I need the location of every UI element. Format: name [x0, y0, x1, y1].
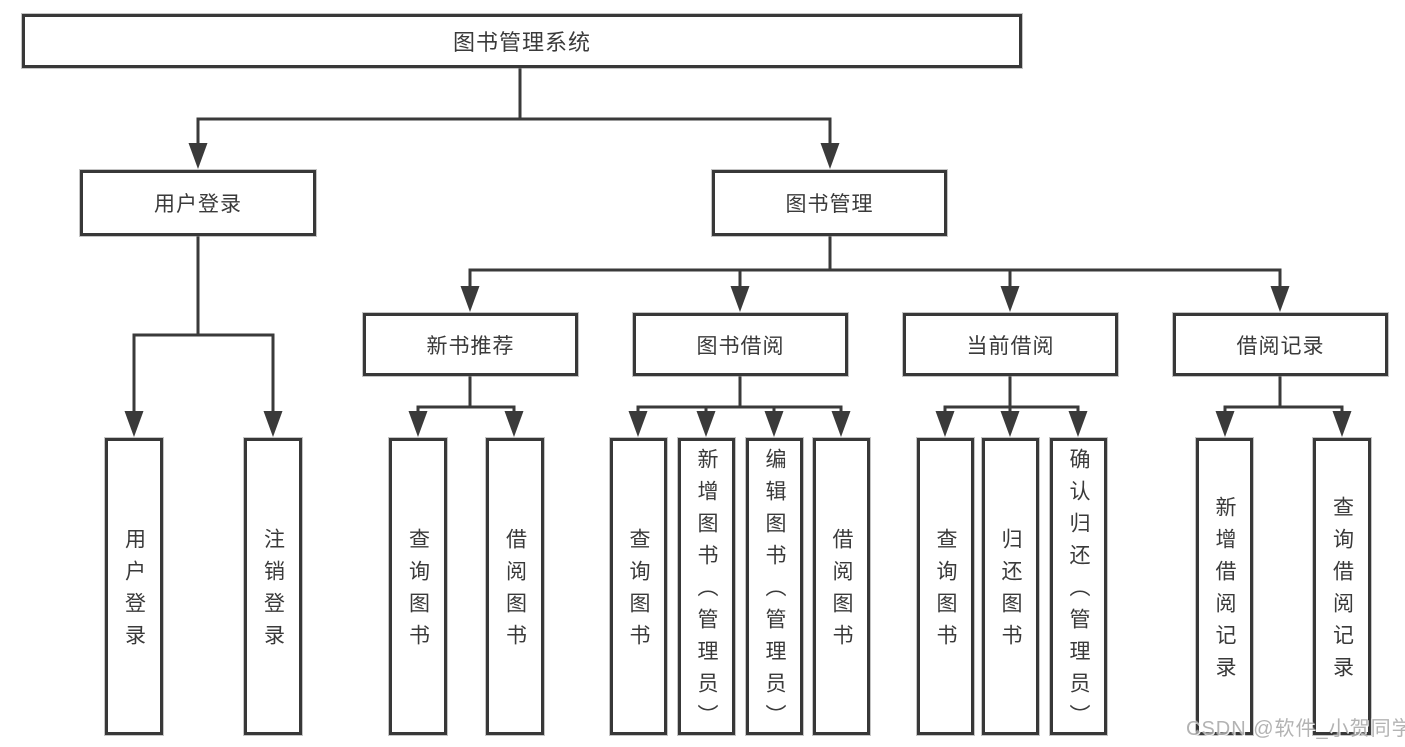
leaf-borrow-books: 借阅图书: [813, 438, 870, 735]
leaf-borrow-books-recommend: 借阅图书: [486, 438, 544, 735]
leaf-label: 注销登录: [261, 528, 285, 656]
node-label: 图书管理系统: [452, 30, 591, 55]
leaf-label: 查询借阅记录: [1330, 496, 1354, 688]
leaf-label: 用户登录: [122, 528, 146, 656]
leaf-label: 新增借阅记录: [1213, 496, 1236, 688]
leaf-return-books: 归还图书: [982, 438, 1039, 735]
node-label: 借阅记录: [1236, 334, 1325, 358]
node-label: 用户登录: [154, 193, 242, 216]
node-user-login-branch: 用户登录: [80, 170, 316, 236]
node-book-management: 图书管理: [712, 170, 947, 236]
leaf-user-login: 用户登录: [105, 438, 163, 735]
leaf-label: 查询图书: [934, 528, 957, 656]
leaf-label: 归还图书: [999, 528, 1022, 656]
leaf-label: 借阅图书: [830, 528, 853, 656]
leaf-label: 查询图书: [627, 528, 650, 656]
leaf-label: 确认归还（管理员）: [1067, 448, 1090, 736]
node-label: 当前借阅: [966, 334, 1055, 358]
leaf-add-books-admin: 新增图书（管理员）: [678, 438, 735, 736]
node-label: 新书推荐: [426, 334, 515, 358]
leaf-label: 编辑图书（管理员）: [763, 448, 786, 736]
leaf-confirm-return-admin: 确认归还（管理员）: [1050, 438, 1107, 736]
leaf-query-books-recommend: 查询图书: [389, 438, 447, 735]
leaf-query-borrow-record: 查询借阅记录: [1313, 438, 1371, 735]
node-borrowing-records: 借阅记录: [1173, 313, 1388, 376]
watermark: CSDN @软件_小贺同学: [1186, 718, 1405, 740]
leaf-add-borrow-record: 新增借阅记录: [1196, 438, 1253, 735]
node-book-borrowing: 图书借阅: [633, 313, 848, 376]
node-label: 图书借阅: [696, 334, 785, 358]
leaf-label: 查询图书: [406, 528, 430, 656]
node-library-management-system: 图书管理系统: [22, 14, 1022, 68]
node-current-borrowing: 当前借阅: [903, 313, 1118, 376]
leaf-query-books-borrowing: 查询图书: [610, 438, 667, 735]
leaf-query-books-current: 查询图书: [917, 438, 974, 735]
arrowhead-icons: [124, 143, 1352, 437]
leaf-logout-login: 注销登录: [244, 438, 302, 735]
node-label: 图书管理: [785, 193, 874, 216]
leaf-label: 借阅图书: [503, 528, 527, 656]
leaf-label: 新增图书（管理员）: [695, 448, 718, 736]
leaf-edit-books-admin: 编辑图书（管理员）: [746, 438, 803, 736]
node-new-book-recommendation: 新书推荐: [363, 313, 578, 376]
